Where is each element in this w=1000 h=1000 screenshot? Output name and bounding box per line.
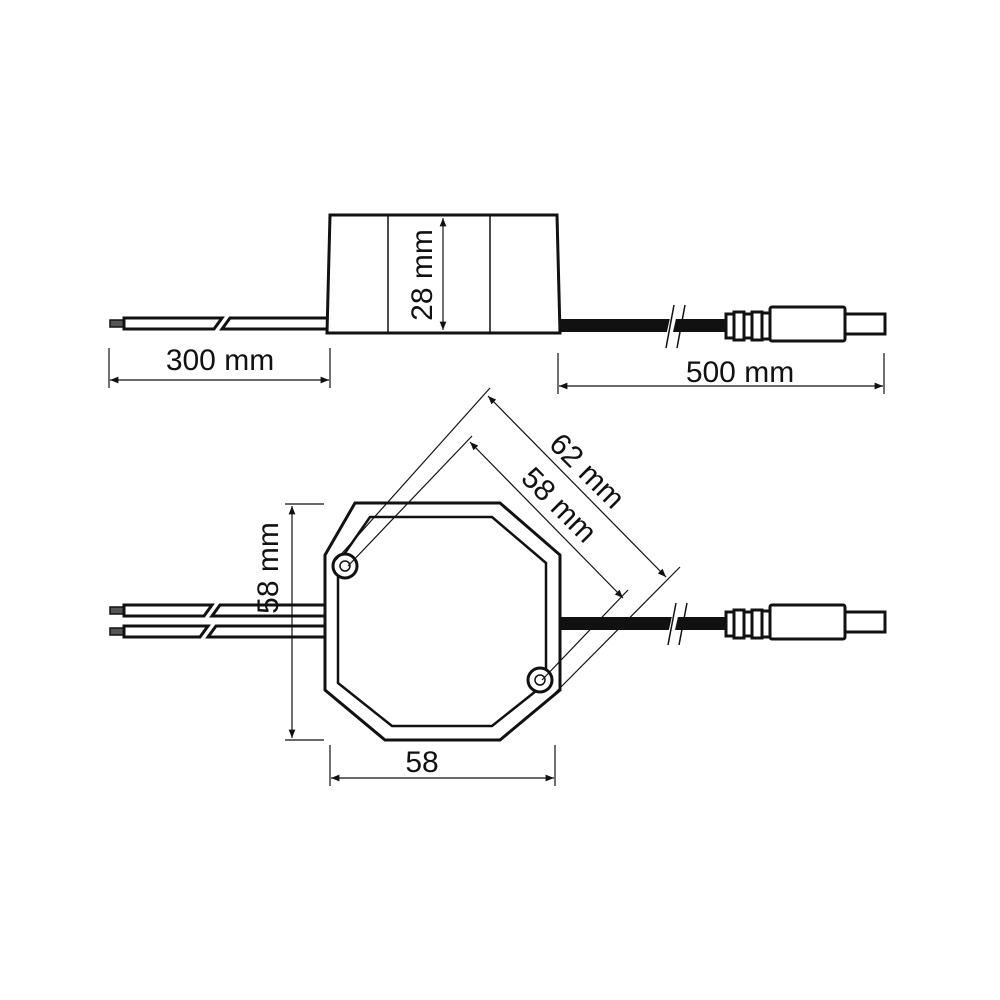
side-view: 28 mm 300 mm 500 mm: [108, 213, 887, 394]
housing-outline-outer: [323, 501, 562, 742]
left-wire: [109, 316, 330, 331]
side-height-label: 28 mm: [406, 229, 439, 321]
dc-cable-top: [560, 602, 730, 646]
wire-length-label: 300 mm: [166, 344, 274, 377]
top-view: 62 mm 58 mm 58 mm 58: [109, 387, 887, 786]
input-wires: [109, 603, 329, 639]
dc-plug-connector: [724, 305, 887, 343]
cable-length-label: 500 mm: [686, 356, 794, 389]
diagonal-inner-dimension-line: [469, 441, 624, 599]
width-label: 58: [405, 746, 438, 779]
top-height-label: 58 mm: [252, 522, 285, 614]
dc-plug-connector-top: [724, 603, 887, 641]
dc-cable: [560, 304, 730, 349]
